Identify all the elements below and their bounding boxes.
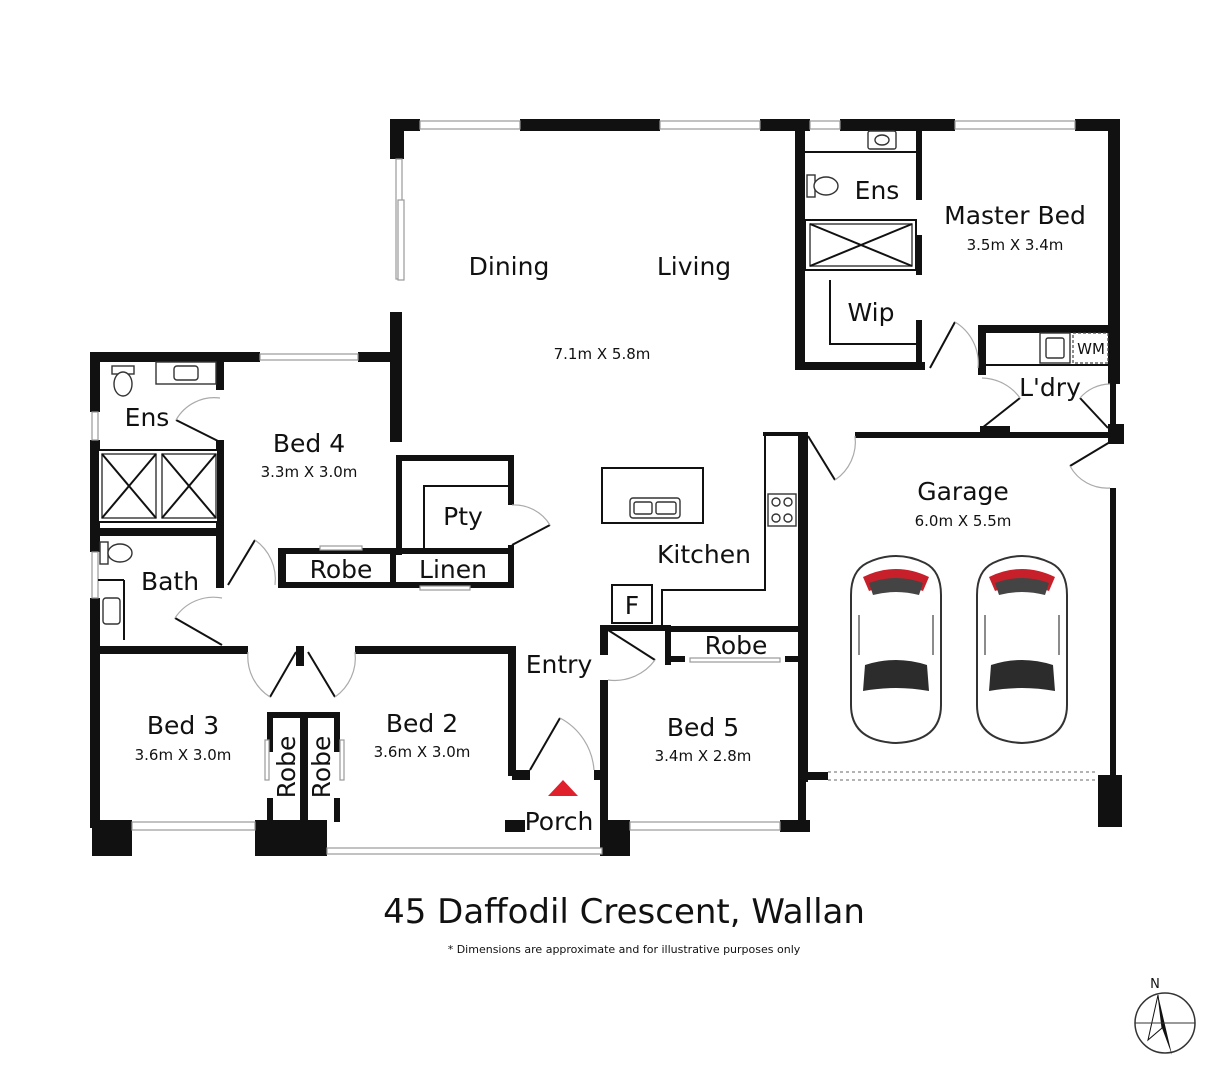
disclaimer: * Dimensions are approximate and for ill… [448,943,801,956]
linen-label: Linen [419,555,487,584]
compass-label: N [1150,977,1160,992]
master-ensuite-label: Ens [855,176,900,205]
bed2-dimensions: 3.6m X 3.0m [374,743,471,761]
walls [90,119,1124,856]
wip-label: Wip [848,298,895,327]
bed2-robe-label: Robe [307,736,336,799]
fixtures [97,130,1109,796]
bed2-label: Bed 2 [386,709,458,738]
bed4-ensuite-label: Ens [125,403,170,432]
address-title: 45 Daffodil Crescent, Wallan [383,892,865,932]
garage-dimensions: 6.0m X 5.5m [915,512,1012,530]
room-labels: Dining Living 7.1m X 5.8m Master Bed 3.5… [125,176,1105,836]
bed4-label: Bed 4 [273,429,345,458]
master-bed-dimensions: 3.5m X 3.4m [967,236,1064,254]
entry-label: Entry [526,650,593,679]
bed5-robe-label: Robe [705,631,768,660]
porch-label: Porch [525,807,594,836]
bed3-robe-label: Robe [272,736,301,799]
washing-machine-label: WM [1077,340,1105,358]
laundry-label: L'dry [1019,373,1081,402]
entry-arrow-icon [548,780,578,796]
windows [91,120,1098,855]
kitchen-label: Kitchen [657,540,751,569]
north-arrow-icon: N [1134,977,1196,1055]
living-label: Living [657,252,731,281]
dining-label: Dining [469,252,550,281]
bed3-label: Bed 3 [147,711,219,740]
pantry-label: Pty [443,502,483,531]
bed3-dimensions: 3.6m X 3.0m [135,746,232,764]
bed5-label: Bed 5 [667,713,739,742]
bath-label: Bath [141,567,199,596]
master-bed-label: Master Bed [944,201,1086,230]
doors [174,321,1111,771]
car-icon [850,555,942,745]
car-icon [976,555,1068,745]
bed4-robe-label: Robe [310,555,373,584]
bed4-dimensions: 3.3m X 3.0m [261,463,358,481]
bed5-dimensions: 3.4m X 2.8m [655,747,752,765]
fridge-label: F [625,591,639,620]
living-dimensions: 7.1m X 5.8m [554,345,651,363]
garage-label: Garage [917,477,1009,506]
